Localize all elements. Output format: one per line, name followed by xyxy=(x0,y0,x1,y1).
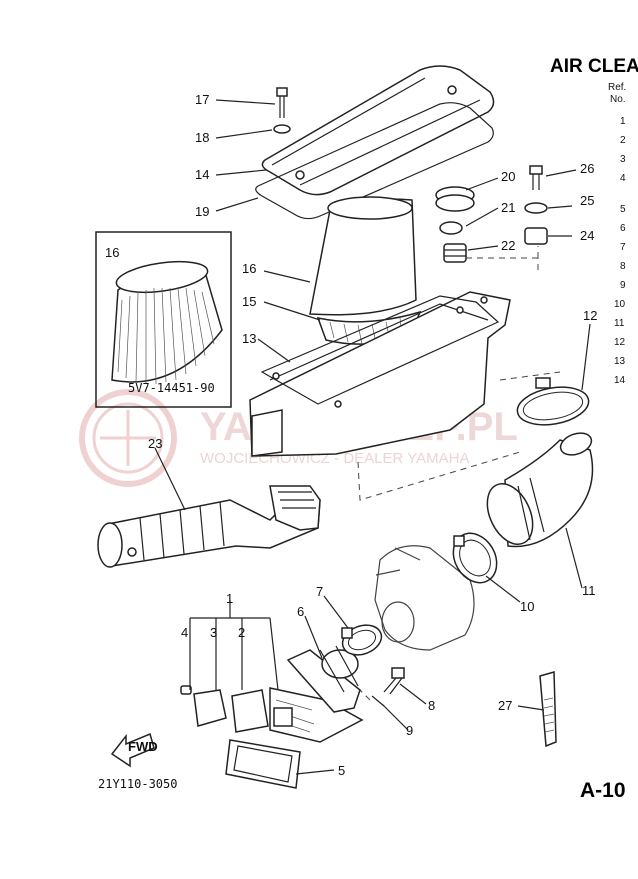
intake-funnel-drawing xyxy=(309,196,422,345)
callout-15: 15 xyxy=(242,294,256,309)
airbox-drawing xyxy=(249,291,511,457)
reed-petal-3-drawing xyxy=(193,689,227,727)
inset-part-number: 5V7-14451-90 xyxy=(128,381,215,395)
callout-26: 26 xyxy=(580,161,594,176)
callout-22: 22 xyxy=(501,238,515,253)
callout-16: 16 xyxy=(242,261,256,276)
callout-2: 2 xyxy=(238,625,245,640)
callout-24: 24 xyxy=(580,228,594,243)
callout-14: 14 xyxy=(195,167,209,182)
grommet-20-drawing xyxy=(435,186,475,212)
callout-25: 25 xyxy=(580,193,594,208)
screw-4-drawing xyxy=(180,685,192,695)
strap-27-drawing xyxy=(539,671,557,748)
callout-1: 1 xyxy=(226,591,233,606)
callout-11: 11 xyxy=(582,583,596,598)
callout-16-inset: 16 xyxy=(105,245,119,260)
airbox-cover-drawing xyxy=(261,65,495,196)
callout-18: 18 xyxy=(195,130,209,145)
collar-21-drawing xyxy=(439,221,463,235)
callout-27: 27 xyxy=(498,698,512,713)
ref-number: 9 xyxy=(620,280,626,291)
filter-element-drawing xyxy=(111,260,223,385)
ref-number: 14 xyxy=(614,375,626,386)
carburetor-outline-drawing xyxy=(374,545,475,651)
ref-number: 3 xyxy=(620,154,626,165)
callout-13: 13 xyxy=(242,331,256,346)
callout-9: 9 xyxy=(406,723,413,738)
ref-number-list: 1 2 3 4 5 6 7 8 9 10 11 12 13 14 xyxy=(614,116,626,386)
callout-7: 7 xyxy=(316,584,323,599)
ref-number: 13 xyxy=(614,356,626,367)
ref-number: 8 xyxy=(620,261,626,272)
callout-8: 8 xyxy=(428,698,435,713)
callout-3: 3 xyxy=(210,625,217,640)
callout-20: 20 xyxy=(501,169,515,184)
intake-duct-drawing xyxy=(97,485,321,568)
reed-valve-drawing xyxy=(269,687,364,743)
leader-lines xyxy=(154,99,591,775)
ref-header-line1: Ref. xyxy=(608,82,626,93)
damper-24-drawing xyxy=(524,227,548,245)
ref-number: 4 xyxy=(620,173,626,184)
ref-number: 10 xyxy=(614,299,626,310)
callout-21: 21 xyxy=(501,200,515,215)
ref-number: 5 xyxy=(620,204,626,215)
inset-box: 5V7-14451-90 xyxy=(95,231,232,408)
page-title: AIR CLEA xyxy=(550,56,638,77)
callout-23: 23 xyxy=(148,436,162,451)
reed-stopper-2-drawing xyxy=(231,689,269,733)
callout-12: 12 xyxy=(583,308,597,323)
callout-labels: 17 18 14 19 16 16 15 13 20 21 22 26 25 2… xyxy=(105,92,597,778)
diagram-code: 21Y110-3050 xyxy=(98,777,177,791)
collar-25-drawing xyxy=(524,202,548,214)
ref-number: 11 xyxy=(614,318,625,329)
ref-number: 7 xyxy=(620,242,626,253)
bolt-26-drawing xyxy=(529,165,543,190)
page-number: A-10 xyxy=(580,779,626,802)
callout-10: 10 xyxy=(520,599,534,614)
ref-number: 12 xyxy=(614,337,626,348)
spring-22-drawing xyxy=(443,243,467,263)
clamp-12-drawing xyxy=(516,377,590,426)
callout-5: 5 xyxy=(338,763,345,778)
callout-19: 19 xyxy=(195,204,209,219)
intake-elbow-drawing xyxy=(486,432,594,548)
callout-6: 6 xyxy=(297,604,304,619)
watermark-logo xyxy=(79,389,177,487)
clamp-10-drawing xyxy=(452,532,498,584)
ref-number: 2 xyxy=(620,135,626,146)
callout-4: 4 xyxy=(181,625,188,640)
assembly-guide-lines xyxy=(357,246,561,701)
bolt-8-drawing xyxy=(383,667,405,695)
ref-number: 1 xyxy=(620,116,626,127)
callout-17: 17 xyxy=(195,92,209,107)
ref-header-line2: No. xyxy=(610,94,626,105)
ref-number: 6 xyxy=(620,223,626,234)
intake-manifold-drawing xyxy=(286,645,361,713)
clamp-7-drawing xyxy=(341,624,383,656)
bolt-17-drawing xyxy=(273,87,291,134)
forward-arrow-label: FWD xyxy=(128,739,158,754)
forward-arrow-icon: FWD xyxy=(110,732,158,768)
gasket-5-drawing xyxy=(225,739,301,789)
cover-gasket-drawing xyxy=(255,102,494,220)
